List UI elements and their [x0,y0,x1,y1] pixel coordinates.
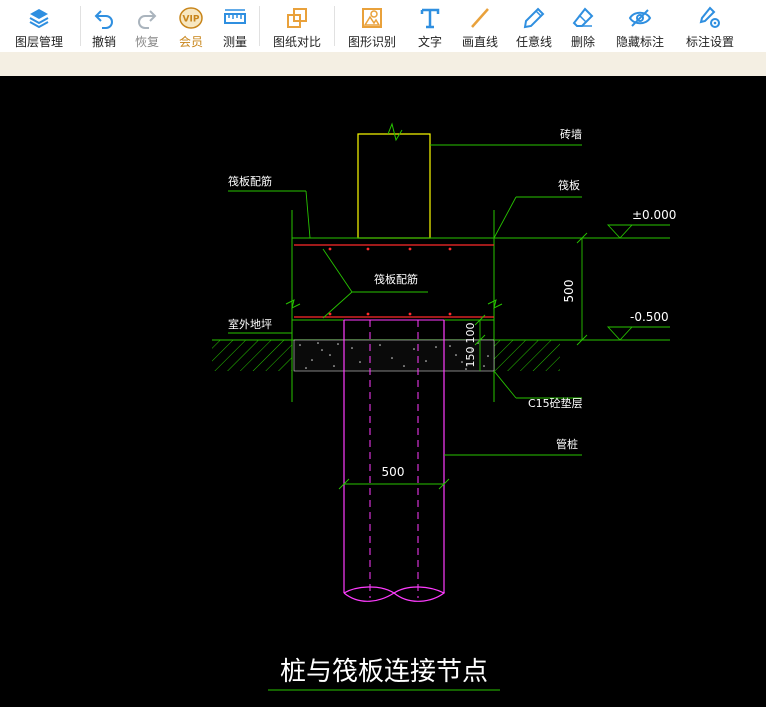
line-button[interactable]: 画直线 [453,0,507,52]
eraser-icon [572,7,594,27]
toolbar-strip [0,52,766,76]
recognize-label: 图形识别 [347,35,396,49]
rebar-dots [328,247,452,316]
drawing-canvas[interactable]: 砖墙 筏板配筋 筏板 筏板配筋 室外地坪 C15砼垫层 [0,76,766,703]
eye-off-icon [628,9,652,27]
toolbar: 图层管理 撤销 恢复 VIP 会员 测量 图纸对比 图形识别 文字 画直线 任意… [0,0,766,52]
dim-150-label: 150 [464,347,477,368]
measure-button[interactable]: 测量 [213,0,257,52]
redo-icon [138,10,157,29]
wall-break-mark [387,122,403,142]
cushion-speckle [299,342,489,370]
freeline-label: 任意线 [515,35,552,49]
raft-label: 筏板 [558,178,580,192]
soil-hatch-right [494,340,560,371]
layers-label: 图层管理 [14,35,63,49]
redo-label: 恢复 [134,35,159,49]
freeline-button[interactable]: 任意线 [507,0,561,52]
pile-label: 管桩 [556,437,578,451]
elev-top-marker [606,224,634,239]
brick-wall [357,133,431,239]
toolbar-divider [334,6,335,46]
shape-recognize-icon [362,8,382,28]
text-label: 文字 [417,35,442,49]
text-button[interactable]: 文字 [407,0,453,52]
straight-line-icon [471,8,489,28]
cad-drawing: 砖墙 筏板配筋 筏板 筏板配筋 室外地坪 C15砼垫层 [212,122,676,691]
compare-button[interactable]: 图纸对比 [262,0,332,52]
elev-bottom-label: -0.500 [630,310,669,324]
toolbar-divider [80,6,81,46]
mark-settings-button[interactable]: 标注设置 [675,0,745,52]
hide-marks-label: 隐藏标注 [615,35,664,49]
pencil-icon [523,7,545,29]
compare-label: 图纸对比 [272,35,321,49]
raft-rebar-label-mid: 筏板配筋 [374,272,418,286]
text-icon [420,8,440,29]
vip-badge: VIP [183,15,200,25]
recognize-button[interactable]: 图形识别 [337,0,407,52]
c15-cushion [293,339,495,372]
measure-label: 测量 [222,35,247,49]
depth-dim-label: 500 [562,280,576,303]
pen-gear-icon [699,6,720,28]
elev-top-label: ±0.000 [632,208,676,222]
elev-bottom-marker [606,326,634,341]
pile-dim-label: 500 [382,465,405,479]
dim-100-label: 100 [464,323,477,344]
drawing-title: 桩与筏板连接节点 [280,657,488,687]
layers-icon [29,9,49,29]
mark-settings-label: 标注设置 [685,35,734,49]
line-label: 画直线 [461,35,498,49]
redo-button[interactable]: 恢复 [125,0,169,52]
hide-marks-button[interactable]: 隐藏标注 [605,0,675,52]
undo-button[interactable]: 撤销 [83,0,125,52]
ground-label: 室外地坪 [228,317,272,331]
layers-button[interactable]: 图层管理 [0,0,78,52]
undo-icon [94,10,113,29]
vip-button[interactable]: VIP 会员 [169,0,213,52]
undo-label: 撤销 [91,35,116,49]
delete-button[interactable]: 删除 [561,0,605,52]
vip-label: 会员 [178,35,203,49]
pile-break-mark [343,586,446,602]
wall-label: 砖墙 [560,127,582,141]
soil-hatch-left [212,340,292,371]
ruler-icon [224,9,246,24]
cushion-label: C15砼垫层 [528,396,583,410]
compare-icon [287,8,307,28]
raft-rebar-label-top: 筏板配筋 [228,174,272,188]
vip-icon: VIP [179,7,203,29]
delete-label: 删除 [570,35,595,49]
toolbar-divider [259,6,260,46]
